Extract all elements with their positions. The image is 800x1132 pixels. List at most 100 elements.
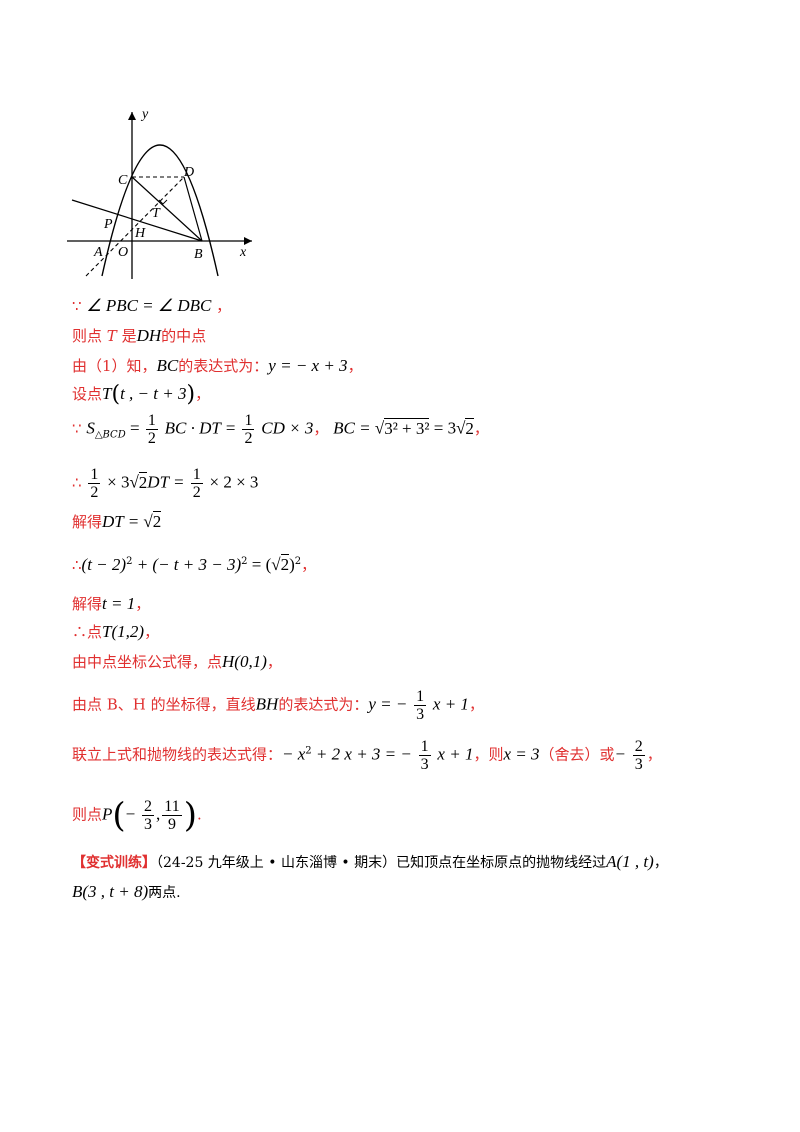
text: 是 [116,327,137,345]
x-axis-arrow [244,237,252,245]
var-dh: DH [136,326,162,345]
var-bh: BH [255,694,279,714]
line-10: ∴点T(1,2)， [72,622,159,642]
because-symbol: ∵ [72,419,82,438]
label-c: C [118,173,128,188]
point-t: T(1,2) [102,622,145,641]
text: 由中点坐标公式得，点 [72,653,223,671]
text: 则点 [72,327,107,345]
label-a: A [93,245,103,260]
punct: ， [313,419,329,438]
radicand: 2 [152,511,162,531]
var-s: S [86,418,95,438]
expr: DT = [147,472,189,492]
geometry-figure: y x C D P T H A O B [62,104,262,288]
line-2: 则点 T 是DH的中点 [72,326,206,346]
segment-db [183,176,203,242]
expr: + 2 x + 3 = − [311,744,412,764]
label-x: x [239,245,247,260]
parabola-diagram: y x C D P T H A O B [67,107,252,279]
expr: DT = [102,512,144,531]
angle-equation: ∠ PBC = ∠ DBC [86,296,212,315]
expr: x + 1 [432,694,469,714]
line-11: 由中点坐标公式得，点H(0,1)， [72,652,282,672]
text: 解得 [72,513,103,531]
text: 解得 [72,595,103,613]
expr: x + 1 [437,744,474,764]
label-t: T [152,206,161,221]
punct: ， [473,419,489,438]
line-4: 设点T(t , − t + 3)， [72,382,211,407]
expr: (t − 2) [81,555,127,574]
expr: = 3 [429,418,457,438]
bc-equation: y = − x + 3 [268,356,348,375]
punct: ， [216,297,232,315]
radicand: 3² + 3² [384,417,430,438]
label-h: H [134,226,146,241]
text: ，则 [473,745,504,764]
text: 的表达式为： [278,695,369,714]
var-t: T [102,384,112,403]
text: 联立上式和抛物线的表达式得： [72,745,283,764]
punct: ， [347,357,363,375]
problem-text: 两点. [148,885,181,901]
line-pb [71,199,203,242]
line-7: 解得DT = √2 [72,511,162,531]
line-15: 【变式训练】（24-25 九年级上 • 山东淄博 • 期末）已知顶点在坐标原点的… [72,852,668,873]
line-8: ∴(t − 2)2 + (− t + 3 − 3)2 = (√2)2， [72,554,317,574]
punct: . [196,805,202,824]
text: 由（1）知， [72,357,157,375]
line-1: ∵ ∠ PBC = ∠ DBC ， [72,296,231,316]
radicand: 2 [280,554,290,574]
punct: ， [468,695,484,714]
therefore-symbol: ∴ [72,556,82,574]
label-d: D [183,165,194,180]
expr: − x [282,744,306,764]
punct: ， [135,595,151,613]
label-o: O [118,245,128,260]
punct: ， [646,745,662,764]
punct: ， [266,653,282,671]
text: （舍去）或 [539,745,615,764]
expr: x = 3 [503,744,540,764]
section-tag: 【变式训练】 [72,855,156,871]
text: 点 [87,623,103,641]
point-h: H(0,1) [222,652,267,671]
right-angle-mark [158,199,168,205]
label-y: y [140,107,149,122]
radicand: 2 [465,417,474,438]
label-p: P [103,217,113,232]
text: 则点 [72,805,103,824]
text: 的表达式为： [178,357,269,375]
line-3: 由（1）知，BC的表达式为：y = − x + 3， [72,356,363,376]
punct: ， [653,855,668,871]
punct: ， [195,385,211,403]
expr: CD × 3 [261,418,314,438]
var-t: T [106,327,117,345]
therefore-symbol: ∴ [72,473,82,492]
subscript: △BCD [94,429,126,441]
point-a: A(1 , t) [606,852,654,871]
point-b: B(3 , t + 8) [72,882,149,901]
label-b: B [194,247,203,262]
expr: + (− t + 3 − 3) [132,555,242,574]
point-t-args: t , − t + 3 [120,384,187,403]
radicand: 2 [138,471,148,492]
expr: t = 1 [102,594,136,613]
parabola-curve [101,144,219,277]
var-p: P [102,804,113,824]
punct: ， [144,623,160,641]
y-axis-arrow [128,112,136,120]
expr: − [614,744,626,764]
